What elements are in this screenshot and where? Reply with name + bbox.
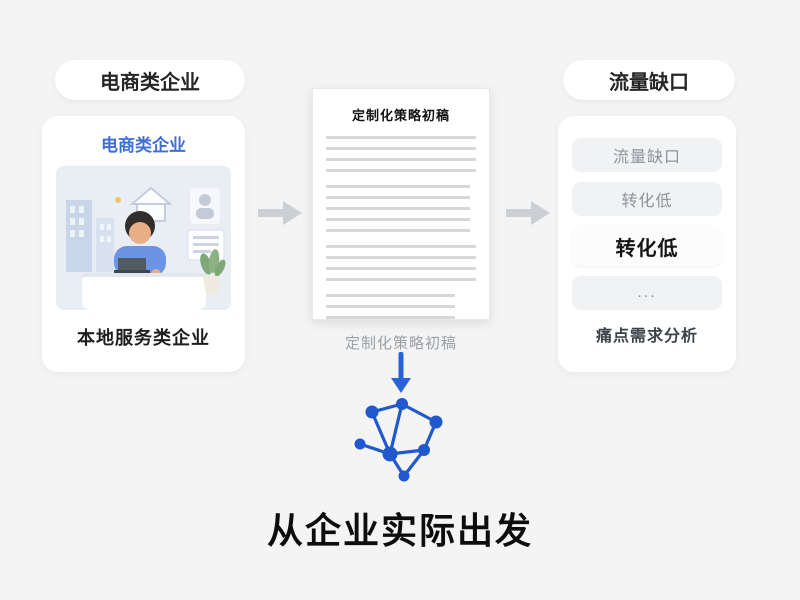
left-pill-label: 电商类企业 bbox=[100, 71, 200, 94]
right-card-caption: 痛点需求分析 bbox=[595, 328, 698, 345]
network-graph-icon bbox=[352, 396, 448, 484]
left-card-title: 电商类企业 bbox=[101, 136, 186, 155]
list-item-label: 转化低 bbox=[621, 193, 673, 210]
right-pill: 流量缺口 bbox=[563, 60, 735, 100]
right-pill-label: 流量缺口 bbox=[609, 71, 689, 94]
right-card: 流量缺口 转化低 转化低 ... 痛点需求分析 bbox=[558, 116, 736, 372]
list-item: 转化低 bbox=[572, 182, 722, 216]
document-caption: 定制化策略初稿 bbox=[344, 335, 457, 352]
doc-text-lines bbox=[326, 136, 476, 177]
list-item-label: ... bbox=[637, 284, 657, 301]
list-item-label: 流量缺口 bbox=[612, 149, 681, 166]
doc-text-lines bbox=[326, 185, 470, 237]
arrow-right-icon bbox=[258, 198, 302, 228]
arrow-down-icon bbox=[388, 351, 414, 394]
strategy-document: 定制化策略初稿 bbox=[312, 88, 490, 324]
list-item-emphasized: 转化低 bbox=[572, 226, 722, 266]
document-title: 定制化策略初稿 bbox=[351, 108, 450, 123]
list-item-more: ... bbox=[572, 276, 722, 310]
headline: 从企业实际出发 bbox=[266, 510, 533, 551]
office-worker-illustration-svg bbox=[56, 166, 231, 310]
doc-text-lines bbox=[326, 245, 476, 286]
list-item-label: 转化低 bbox=[615, 237, 679, 260]
left-pill: 电商类企业 bbox=[55, 60, 245, 100]
list-item: 流量缺口 bbox=[572, 138, 722, 172]
doc-text-lines bbox=[326, 294, 455, 324]
arrow-right-icon bbox=[506, 198, 550, 228]
office-worker-illustration bbox=[56, 166, 231, 310]
left-card: 电商类企业 bbox=[42, 116, 245, 372]
left-card-caption: 本地服务类企业 bbox=[77, 328, 210, 348]
pain-point-list: 流量缺口 转化低 转化低 ... 痛点需求分析 bbox=[558, 116, 736, 346]
